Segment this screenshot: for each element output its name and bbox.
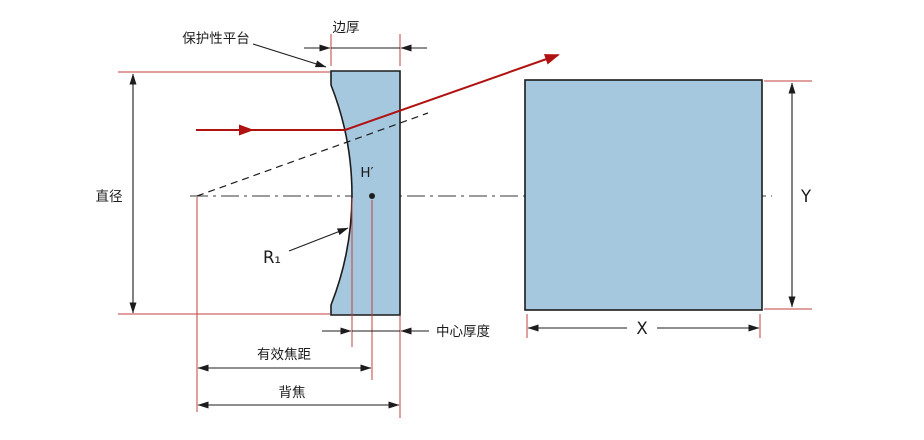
refracted-diverging-ray (344, 54, 560, 131)
radius-r1-leader-arrow (288, 227, 349, 252)
bfl-label: 背焦 (279, 385, 306, 401)
efl-label: 有效焦距 (257, 347, 311, 363)
radius-r1-label: R₁ (263, 248, 281, 267)
x-dim-label: X (636, 319, 647, 338)
principal-point-label: H′ (360, 165, 373, 181)
diameter-label: 直径 (96, 189, 123, 205)
edge-thickness-label: 边厚 (333, 20, 360, 36)
principal-point-dot (369, 193, 375, 199)
virtual-ray-dashed-line (196, 112, 429, 197)
center-thickness-label: 中心厚度 (436, 324, 490, 340)
y-dim-label: Y (800, 187, 812, 206)
protective-bevel-leader-arrow (252, 43, 327, 68)
protective-bevel-label: 保护性平台 (182, 31, 250, 47)
lens-side-profile (330, 70, 401, 316)
lens-front-view-square (524, 79, 763, 311)
